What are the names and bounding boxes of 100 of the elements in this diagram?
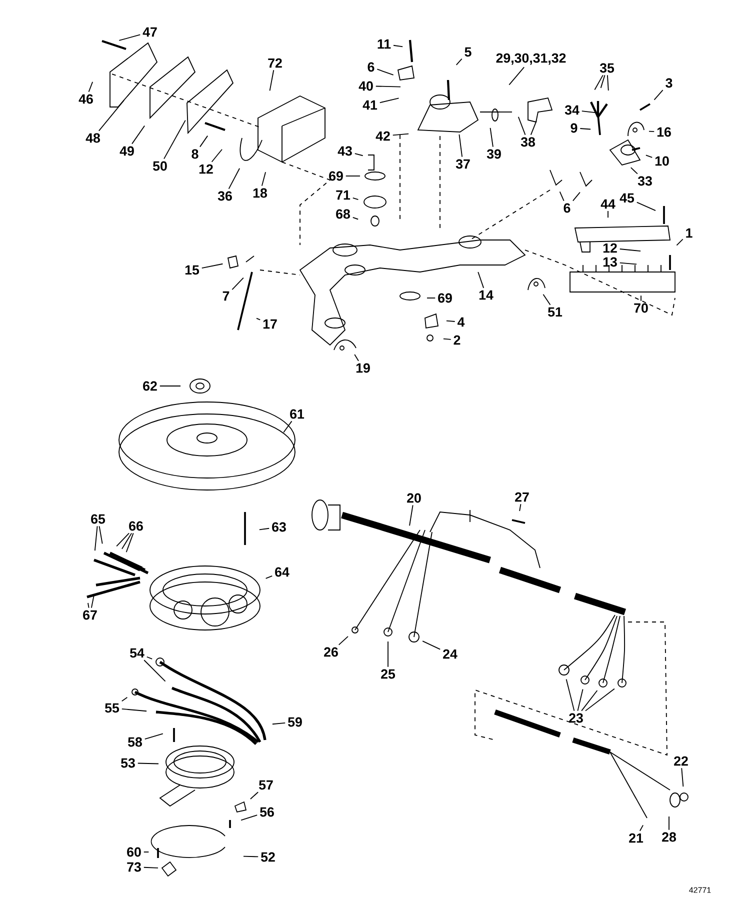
callout-number: 46 [78, 94, 93, 104]
leader-line [126, 532, 134, 553]
leader-line [122, 532, 132, 550]
leader-line [240, 814, 258, 821]
leader-line [201, 263, 224, 268]
leader-line [144, 660, 166, 682]
callout-number: 8 [192, 149, 198, 159]
leader-line [88, 602, 90, 608]
callout-number: 6 [368, 62, 374, 72]
leader-line [94, 526, 98, 552]
leader-line [283, 420, 292, 433]
callout-number: 29,30,31,32 [496, 53, 566, 65]
leader-line [585, 688, 615, 712]
leader-line [619, 262, 638, 265]
callout-number: 34 [564, 105, 580, 115]
callout-number: 7 [222, 291, 230, 301]
callout-number: 63 [272, 522, 286, 532]
leader-line [681, 768, 684, 788]
leader-line [600, 74, 606, 88]
leader-line [676, 238, 684, 246]
callout-number: 11 [378, 39, 391, 49]
leader-line [98, 526, 103, 544]
callout-number: 5 [464, 47, 472, 57]
leader-line [232, 277, 244, 290]
leader-line [379, 98, 400, 104]
leader-line [256, 318, 261, 320]
leader-line [668, 816, 670, 830]
leader-line [458, 134, 463, 158]
leader-line [352, 198, 359, 200]
callout-number: 72 [268, 58, 282, 68]
callout-number: 48 [86, 133, 100, 143]
callout-number: 22 [674, 756, 688, 766]
callout-number: 45 [620, 193, 634, 203]
leader-line [228, 168, 240, 190]
callout-number: 52 [261, 852, 275, 862]
leader-line [490, 127, 494, 148]
callout-number: 51 [548, 307, 562, 317]
leader-line [211, 148, 222, 162]
leader-line [144, 733, 164, 740]
callout-number: 64 [275, 567, 290, 577]
callout-number: 17 [263, 319, 277, 329]
leader-line [200, 135, 208, 148]
callout-number: 56 [260, 807, 274, 817]
leader-line [98, 100, 124, 132]
drawing-number: 42771 [689, 887, 711, 893]
leader-line [648, 130, 655, 132]
leader-line [577, 688, 584, 712]
callout-number: 19 [356, 363, 370, 373]
leader-line [354, 153, 364, 156]
leader-line [137, 762, 159, 764]
leader-line [250, 792, 259, 800]
leader-line [164, 120, 186, 160]
callout-number: 20 [407, 493, 421, 503]
callout-number: 16 [657, 127, 671, 137]
leader-line [376, 68, 394, 76]
callout-number: 62 [143, 381, 157, 391]
leader-line [422, 640, 441, 650]
leader-line [121, 696, 128, 702]
leader-line [116, 532, 130, 547]
leader-line [121, 708, 148, 712]
callout-number: 27 [515, 492, 529, 502]
leader-line [654, 90, 664, 100]
callout-number: 39 [486, 149, 501, 159]
callout-number: 61 [290, 409, 304, 419]
callout-number: 68 [336, 209, 350, 219]
callout-number: 1 [686, 228, 692, 238]
callout-number: 12 [199, 164, 213, 174]
leader-line [392, 133, 410, 136]
leader-line [478, 272, 484, 288]
callout-number: 41 [362, 100, 378, 110]
callout-number: 59 [288, 717, 302, 727]
leader-line [645, 154, 653, 158]
callout-number: 38 [520, 137, 535, 147]
leader-line [580, 128, 592, 130]
callout-number: 47 [142, 27, 157, 37]
callout-number: 69 [329, 171, 343, 181]
leader-line [118, 34, 141, 41]
callout-number: 66 [129, 521, 143, 531]
callout-number: 70 [634, 303, 648, 313]
leader-line [132, 125, 146, 144]
callout-number: 54 [130, 648, 144, 658]
leader-line [559, 191, 564, 202]
callout-number: 69 [438, 293, 452, 303]
callout-number: 24 [443, 649, 458, 659]
callout-number: 67 [83, 610, 97, 620]
callout-number: 10 [655, 156, 669, 166]
callout-number: 12 [603, 243, 617, 253]
leader-line [542, 294, 551, 306]
callout-number: 44 [600, 199, 616, 209]
leader-line [518, 116, 526, 136]
callout-number: 42 [376, 131, 390, 141]
leader-line [606, 74, 609, 91]
leader-line [90, 594, 95, 608]
leader-line [443, 338, 452, 340]
callout-number: 6 [564, 203, 570, 213]
leader-line [456, 58, 462, 66]
callout-number: 43 [338, 146, 352, 156]
callout-number: 50 [153, 161, 167, 171]
callout-number: 9 [570, 123, 578, 133]
callout-number: 57 [259, 780, 273, 790]
